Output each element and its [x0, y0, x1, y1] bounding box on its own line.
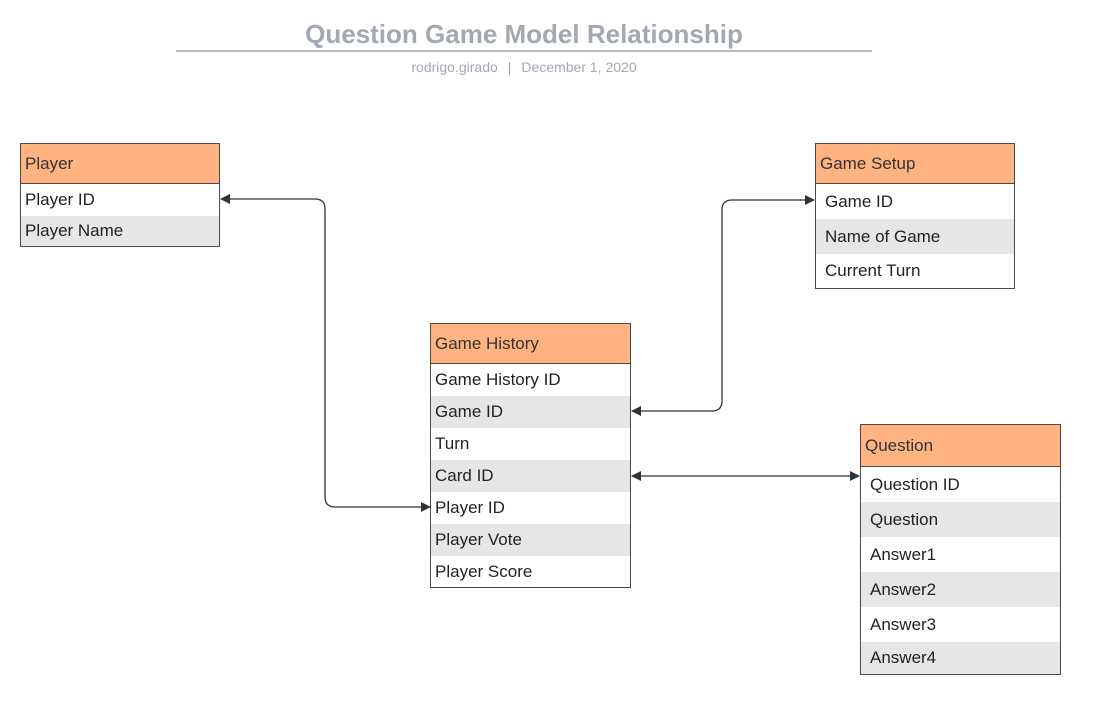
field-history-game-id: Game ID — [431, 396, 630, 428]
field-answer3: Answer3 — [870, 614, 937, 634]
title-divider — [176, 50, 872, 52]
field-player-name: Player Name — [21, 216, 219, 246]
entity-player-header: Player — [21, 144, 219, 184]
field-answer1: Answer1 — [870, 544, 937, 564]
field-name-of-game: Name of Game — [816, 219, 1014, 254]
field-card-id: Card ID — [431, 460, 630, 492]
entity-game-setup[interactable]: Game Setup Game ID Name of Game Current … — [815, 143, 1015, 289]
field-player-score: Player Score — [435, 561, 533, 581]
field-player-id: Player ID — [25, 190, 95, 209]
entity-game-history[interactable]: Game History Game History ID Game ID Tur… — [430, 323, 631, 588]
connector-player-to-history[interactable] — [220, 194, 431, 512]
diagram-date: December 1, 2020 — [521, 59, 637, 75]
subtitle-separator: | — [507, 59, 512, 75]
field-current-turn: Current Turn — [825, 261, 921, 280]
entity-question[interactable]: Question Question ID Question Answer1 An… — [860, 424, 1061, 675]
field-history-player-id: Player ID — [435, 498, 505, 517]
diagram-title: Question Game Model Relationship — [305, 19, 743, 49]
entity-game-history-header: Game History — [431, 324, 630, 364]
entity-player[interactable]: Player Player ID Player Name — [20, 143, 220, 247]
diagram-subtitle: rodrigo.girado | December 1, 2020 — [176, 59, 872, 75]
field-question-id: Question ID — [870, 474, 960, 494]
field-player-vote: Player Vote — [431, 524, 630, 556]
entity-question-header: Question — [861, 425, 1060, 467]
field-answer4: Answer4 — [861, 642, 1060, 674]
field-question-text: Question — [861, 502, 1060, 537]
field-game-history-id: Game History ID — [435, 370, 561, 389]
field-turn: Turn — [435, 434, 470, 453]
connector-setup-to-history[interactable] — [631, 195, 815, 416]
author-name: rodrigo.girado — [411, 59, 498, 75]
entity-game-setup-header: Game Setup — [816, 144, 1014, 184]
field-game-id: Game ID — [825, 191, 894, 211]
field-answer2: Answer2 — [861, 572, 1060, 607]
